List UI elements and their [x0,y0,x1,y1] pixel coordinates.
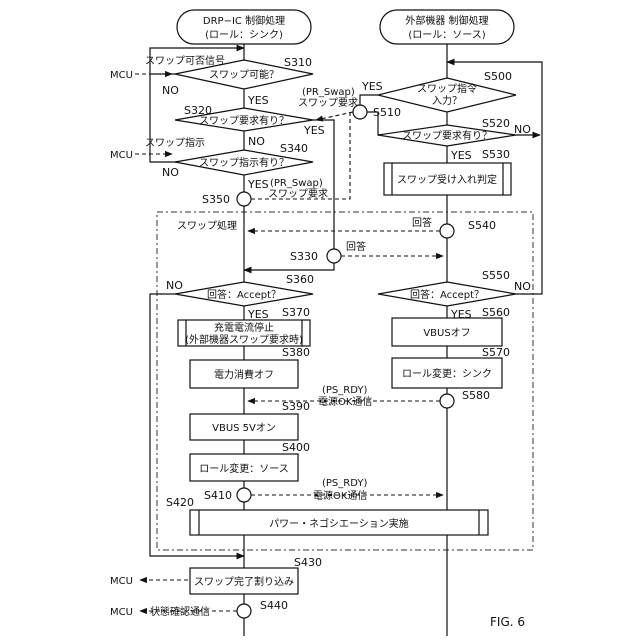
s540-step: S540 [468,219,496,232]
s350-swap-request: スワップ要求 [268,188,328,200]
s500-text-1: スワップ指令 [417,82,477,95]
s370-step: S370 [282,306,310,319]
s550-step: S550 [482,269,510,282]
s580-psrdy: (PS_RDY) [322,385,367,396]
s390-process: VBUS 5Vオン S390 [190,400,310,440]
s330-answer: 回答 [346,240,366,253]
s580-step: S580 [462,389,490,402]
s430-step: S430 [294,556,322,569]
mcu-label-top: MCU [110,70,133,81]
s500-text-2: 入力？ [432,94,462,107]
drp-header-title: DRP−IC 制御処理 [203,14,285,27]
s340-step: S340 [280,142,308,155]
s340-yes: YES [247,178,269,191]
s390-step: S390 [282,400,310,413]
s400-text: ロール変更：ソース [199,462,289,475]
s400-step: S400 [282,441,310,454]
s310-no: NO [162,84,179,97]
s360-yes: YES [247,308,269,321]
s310-text: スワップ可能？ [209,68,279,81]
s380-process: 電力消費オフ S380 [190,346,310,388]
s570-process: ロール変更：シンク S570 [392,346,510,388]
mcu-label-s430: MCU [110,576,133,587]
s370-text-2: (外部機器スワップ要求時) [185,333,303,346]
ext-header-title: 外部機器 制御処理 [405,14,488,27]
s500-yes-line [360,95,378,105]
s370-text-1: 充電電流停止 [214,321,274,334]
s330-connector: S330 回答 [290,240,366,263]
s360-no: NO [166,279,183,292]
s570-step: S570 [482,346,510,359]
s510-request-arrow [316,112,353,120]
drp-header-role: (ロール：シンク) [205,29,283,41]
s360-text: 回答：Accept？ [207,288,281,301]
swap-enable-signal-label: スワップ可否信号 [145,55,225,67]
s320-step: S320 [184,104,212,117]
s390-text: VBUS 5Vオン [212,422,276,434]
s320-yes: YES [303,124,325,137]
swap-instruction-label: スワップ指示 [145,136,205,149]
s320-text: スワップ要求有り？ [199,114,289,127]
s360-step: S360 [286,273,314,286]
s500-step: S500 [484,70,512,83]
s320-no: NO [248,135,265,148]
s520-yes: YES [450,149,472,162]
s380-text: 電力消費オフ [214,368,274,381]
s510-prswap: (PR_Swap) [302,87,355,98]
s530-step: S530 [482,148,510,161]
s510-swap-request: スワップ要求 [298,97,358,109]
s560-text: VBUSオフ [423,327,470,339]
s340-no: NO [162,166,179,179]
s520-no: NO [514,123,531,136]
mcu-label-mid: MCU [110,150,133,161]
ext-header: 外部機器 制御処理 (ロール：ソース) [380,10,514,44]
s330-join-line [244,263,334,270]
s570-text: ロール変更：シンク [402,367,492,380]
s440-step: S440 [260,599,288,612]
s550-text: 回答：Accept？ [410,288,484,301]
mcu-label-s440: MCU [110,607,133,618]
s420-step: S420 [166,496,194,509]
drp-header: DRP−IC 制御処理 (ロール：シンク) [177,10,311,44]
s430-process: スワップ完了割り込み S430 [190,556,322,594]
s560-step: S560 [482,306,510,319]
s540-connector: S540 回答 [412,216,496,238]
s420-text: パワー・ネゴシエーション実施 [269,517,409,530]
s310-step: S310 [284,56,312,69]
s410-psrdy: (PS_RDY) [322,478,367,489]
s520-step: S520 [482,117,510,130]
s350-step: S350 [202,193,230,206]
s550-no: NO [514,280,531,293]
s400-process: ロール変更：ソース S400 [190,441,310,481]
swap-process-label: スワップ処理 [177,219,237,232]
s430-text: スワップ完了割り込み [194,575,294,588]
s410-connector: S410 (PS_RDY) 電源OK通信 [204,478,367,502]
s500-yes: YES [361,80,383,93]
s330-step: S330 [290,250,318,263]
ext-header-role: (ロール：ソース) [408,30,485,41]
s540-answer: 回答 [412,216,432,229]
s530-text: スワップ受け入れ判定 [397,173,497,186]
s440-connector: S440 状態確認通信 [150,599,288,618]
figure-label: FIG. 6 [490,615,525,629]
s340-text: スワップ指示有り？ [199,156,289,169]
s380-step: S380 [282,346,310,359]
s350-prswap: (PR_Swap) [270,178,323,189]
s520-text: スワップ要求有り？ [402,129,492,142]
s410-step: S410 [204,489,232,502]
s310-yes: YES [247,94,269,107]
